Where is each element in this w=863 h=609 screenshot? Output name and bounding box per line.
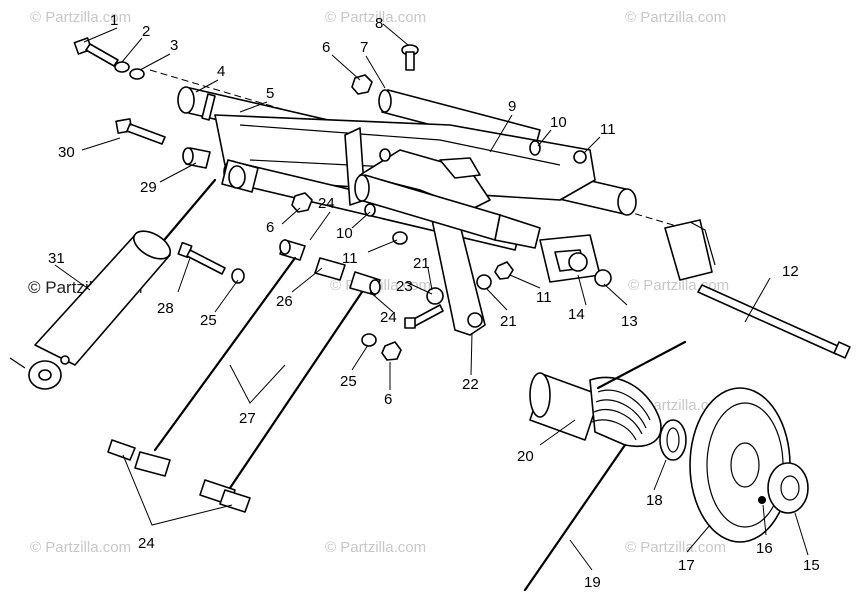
callout-label: 16 (756, 540, 773, 557)
watermark: © Partzilla.com (325, 539, 426, 556)
top-bolt (73, 37, 145, 80)
callout-label: 6 (384, 391, 392, 408)
nut-11 (494, 261, 514, 280)
rear-suspension-drawing (9, 37, 851, 592)
callout-label: 12 (782, 263, 799, 280)
callout-label: 24 (380, 309, 397, 326)
callout-label: 17 (678, 557, 695, 574)
callout-label: 11 (600, 121, 616, 138)
callout-label: 4 (217, 63, 225, 80)
callout-label: 26 (276, 293, 293, 310)
nut-6-top (351, 74, 373, 95)
callout-label: 21 (413, 255, 430, 272)
callout-label: 23 (396, 278, 413, 295)
bushing-large (221, 159, 259, 193)
callout-label: 25 (200, 312, 217, 329)
watermark: © Partzilla.com (30, 539, 131, 556)
washer-13 (594, 269, 612, 287)
watermark: © Partzilla.com (30, 9, 131, 26)
callout-label: 28 (157, 300, 174, 317)
callout-label: 22 (462, 376, 479, 393)
leader-lines (54, 23, 809, 571)
watermark: © Partzilla.com (325, 9, 426, 26)
callout-label: 11 (342, 250, 358, 267)
callout-label: 27 (239, 410, 256, 427)
callout-label: 29 (140, 179, 157, 196)
callout-label: 25 (340, 373, 357, 390)
callout-labels: 1 2 3 4 5 6 7 8 9 10 11 30 29 6 24 10 11… (48, 12, 820, 591)
wheel-bearing (758, 462, 809, 514)
callout-label: 6 (266, 219, 274, 236)
callout-label: 10 (336, 225, 353, 242)
callout-label: 1 (110, 12, 118, 29)
callout-label: 15 (803, 557, 820, 574)
callout-label: 24 (318, 195, 335, 212)
callout-label: 31 (48, 250, 65, 267)
torsion-spring (523, 340, 687, 592)
bolt-30 (115, 118, 166, 145)
bolt-8 (401, 44, 419, 71)
callout-label: 10 (550, 114, 567, 131)
long-bolt (697, 284, 851, 359)
washer-21 (426, 287, 444, 305)
clip-10b (364, 203, 376, 217)
bolt-23 (404, 304, 444, 329)
callout-label: 7 (360, 39, 368, 56)
washer-21b (476, 274, 492, 290)
watermark: © Partzilla.com (625, 9, 726, 26)
washer-11 (573, 150, 587, 164)
callout-label: 21 (500, 313, 517, 330)
callout-label: 6 (322, 39, 330, 56)
inner-tube (354, 174, 541, 249)
callout-label: 5 (266, 85, 274, 102)
callout-label: 20 (517, 448, 534, 465)
callout-label: 11 (536, 289, 552, 306)
callout-label: 14 (568, 306, 585, 323)
callout-label: 24 (138, 535, 155, 552)
link-rods (107, 239, 402, 513)
callout-label: 2 (142, 23, 150, 40)
idler-wheel (689, 387, 791, 543)
callout-label: 8 (375, 15, 383, 32)
callout-label: 30 (58, 144, 75, 161)
callout-label: 3 (170, 37, 178, 54)
washer-18 (659, 419, 687, 461)
callout-label: 13 (621, 313, 638, 330)
clip-10 (529, 140, 541, 156)
bolt-28 (177, 241, 245, 284)
watermark: © Partzilla.com (625, 539, 726, 556)
callout-label: 9 (508, 98, 516, 115)
washer-11b (392, 231, 408, 245)
callout-label: 18 (646, 492, 663, 509)
callout-label: 19 (584, 574, 601, 591)
end-bracket (664, 219, 716, 281)
shock-absorber (9, 178, 217, 390)
bushing-29 (182, 147, 211, 169)
slide-bracket (539, 234, 601, 283)
nut-6 (291, 192, 313, 213)
